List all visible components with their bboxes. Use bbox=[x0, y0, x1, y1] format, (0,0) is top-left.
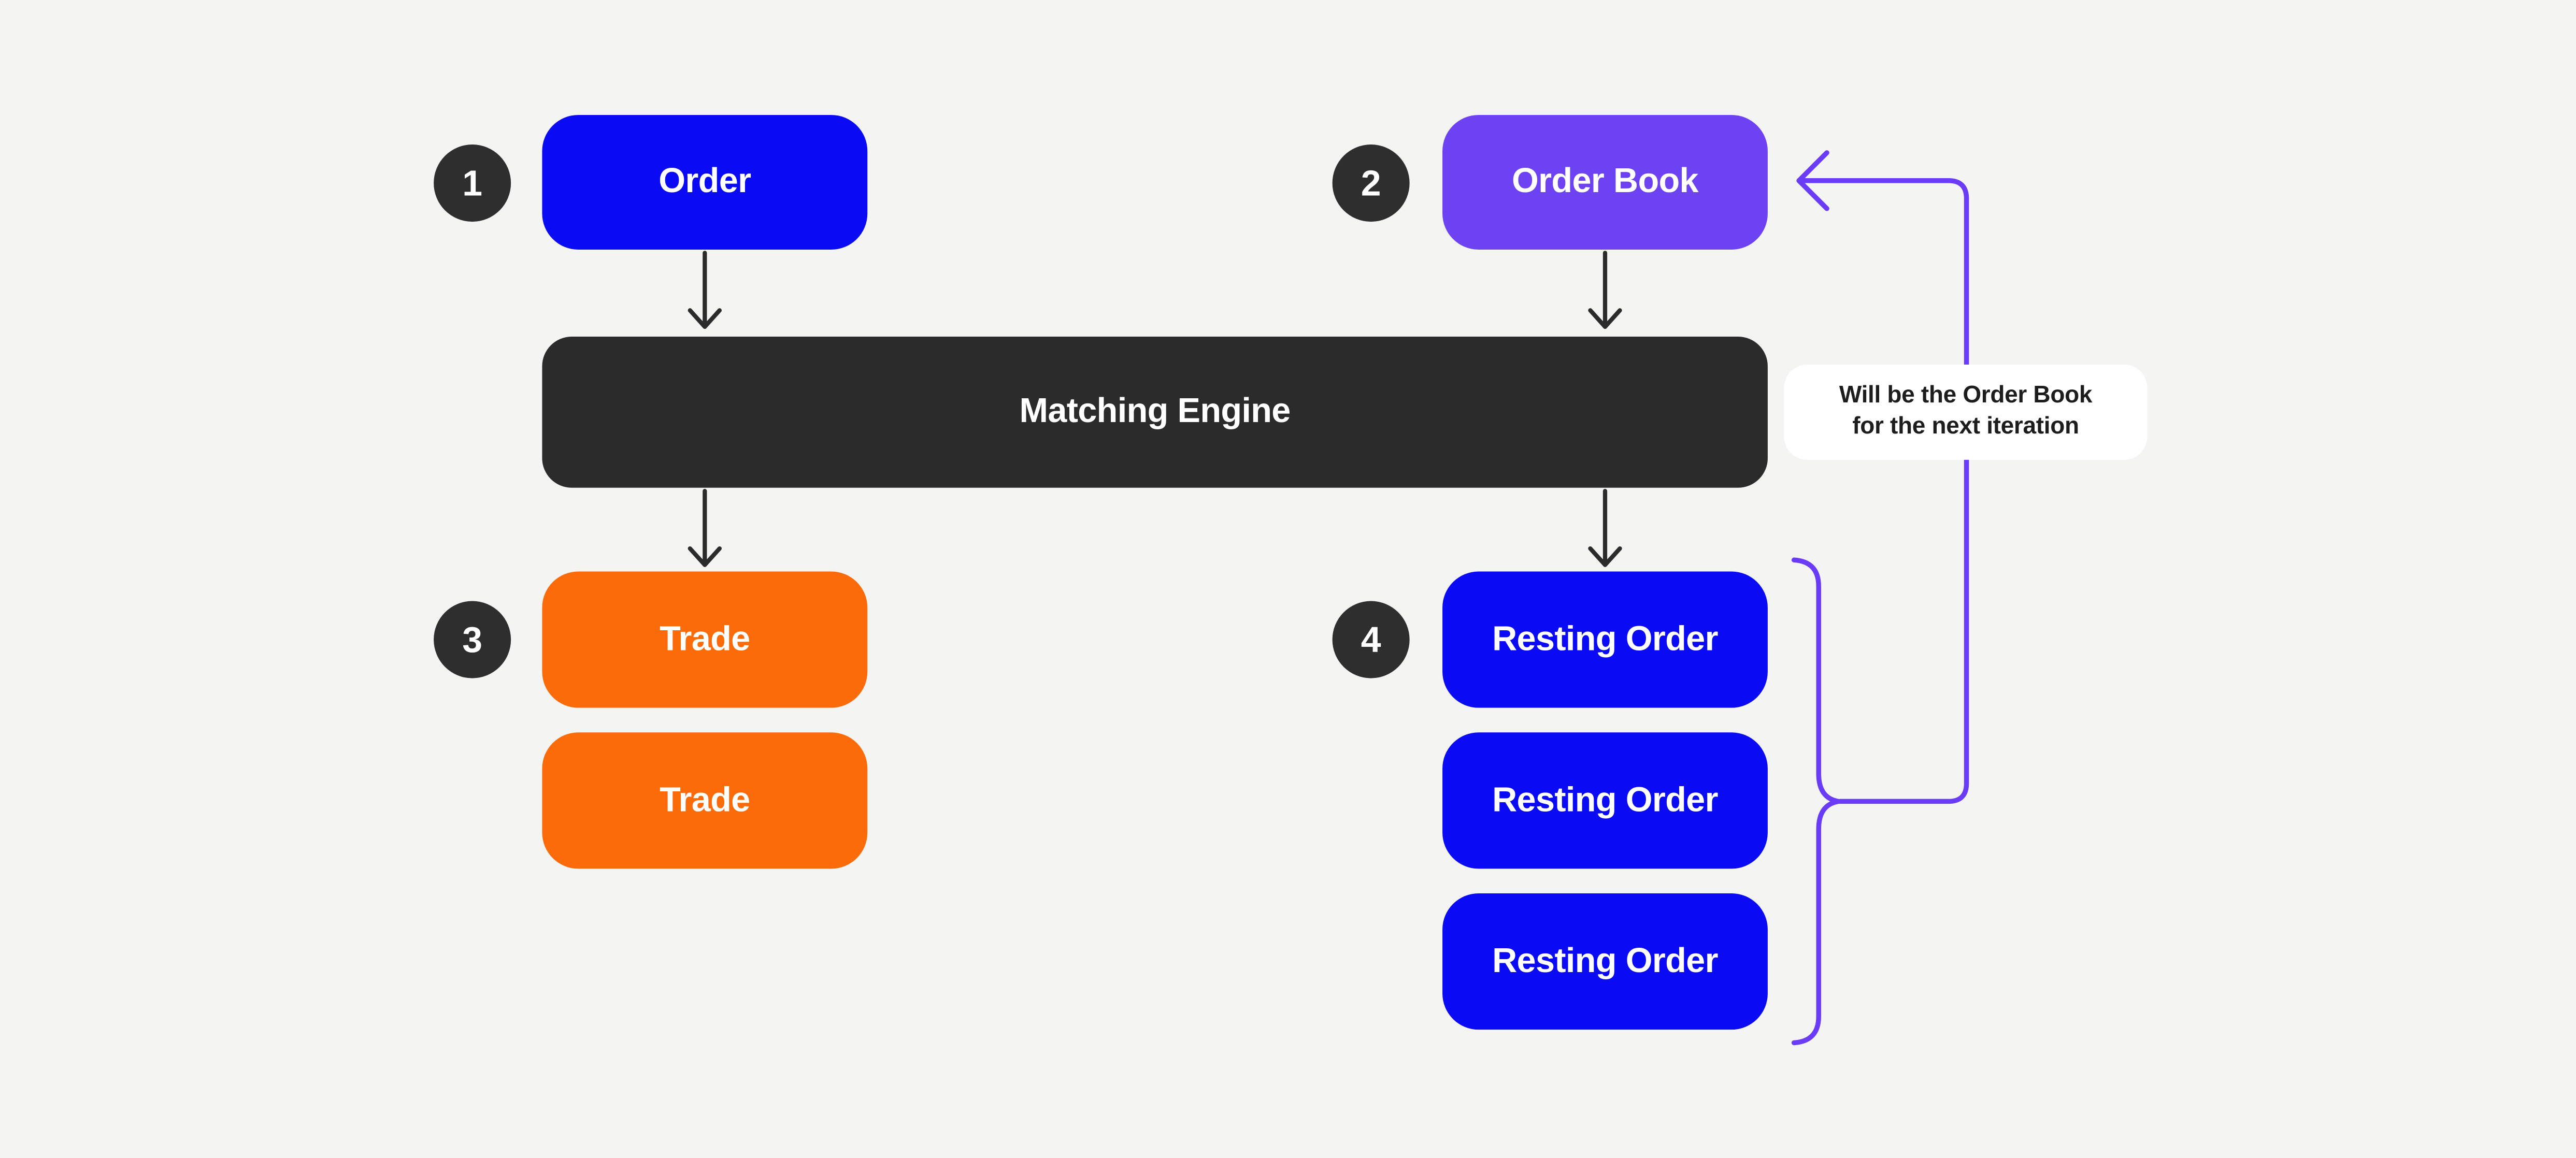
step-badge-4-number: 4 bbox=[1361, 618, 1381, 660]
node-resting-order-2: Resting Order bbox=[1442, 732, 1768, 869]
note-callout-line2: for the next iteration bbox=[1852, 414, 2079, 440]
feedback-line bbox=[1796, 178, 1969, 804]
step-badge-1: 1 bbox=[434, 144, 511, 222]
node-trade-2-label: Trade bbox=[660, 780, 750, 819]
step-badge-3-number: 3 bbox=[462, 618, 483, 660]
node-resting-order-3-label: Resting Order bbox=[1492, 942, 1718, 980]
node-matching-engine-label: Matching Engine bbox=[1019, 392, 1291, 430]
step-badge-2: 2 bbox=[1332, 144, 1410, 222]
note-callout: Will be the Order Book for the next iter… bbox=[1784, 364, 2148, 460]
node-trade-1: Trade bbox=[542, 571, 868, 708]
step-badge-2-number: 2 bbox=[1361, 162, 1381, 203]
node-order-book-label: Order Book bbox=[1511, 162, 1699, 200]
step-badge-3: 3 bbox=[434, 601, 511, 678]
arrow-order-to-engine-icon bbox=[688, 251, 722, 329]
resting-orders-brace bbox=[1791, 557, 1841, 1046]
arrow-engine-to-trade-icon bbox=[688, 488, 722, 567]
feedback-arrowhead-icon bbox=[1796, 150, 1829, 211]
node-order-label: Order bbox=[659, 162, 751, 200]
arrow-engine-to-resting-icon bbox=[1588, 488, 1622, 567]
node-resting-order-1: Resting Order bbox=[1442, 571, 1768, 708]
node-trade-1-label: Trade bbox=[660, 620, 750, 658]
node-order-book: Order Book bbox=[1442, 114, 1768, 250]
node-trade-2: Trade bbox=[542, 732, 868, 869]
node-resting-order-1-label: Resting Order bbox=[1492, 620, 1718, 658]
note-callout-line1: Will be the Order Book bbox=[1839, 382, 2093, 409]
step-badge-1-number: 1 bbox=[462, 162, 483, 203]
step-badge-4: 4 bbox=[1332, 601, 1410, 678]
node-matching-engine: Matching Engine bbox=[542, 337, 1768, 488]
node-order: Order bbox=[542, 114, 868, 250]
node-resting-order-2-label: Resting Order bbox=[1492, 780, 1718, 819]
arrow-orderbook-to-engine-icon bbox=[1588, 251, 1622, 329]
node-resting-order-3: Resting Order bbox=[1442, 893, 1768, 1030]
